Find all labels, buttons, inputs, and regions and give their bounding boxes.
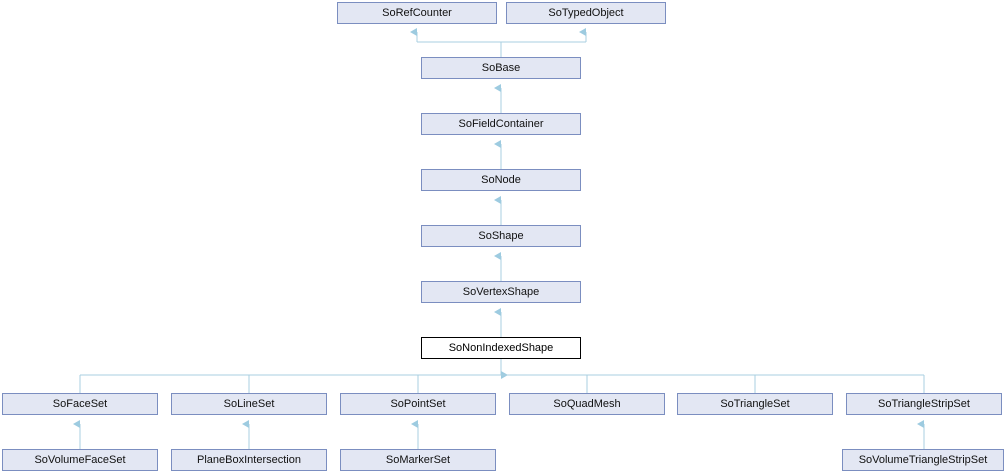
class-box-somarkerset[interactable]: SoMarkerSet [340,449,496,471]
class-box-sovolumetrianglestripset[interactable]: SoVolumeTriangleStripSet [842,449,1004,471]
class-box-sofieldcontainer[interactable]: SoFieldContainer [421,113,581,135]
class-box-planeboxintersection[interactable]: PlaneBoxIntersection [171,449,327,471]
class-box-soquadmesh[interactable]: SoQuadMesh [509,393,665,415]
class-box-soshape[interactable]: SoShape [421,225,581,247]
class-box-sorefcounter[interactable]: SoRefCounter [337,2,497,24]
class-box-sotriangleset[interactable]: SoTriangleSet [677,393,833,415]
class-box-sobase[interactable]: SoBase [421,57,581,79]
class-box-sotypedobject[interactable]: SoTypedObject [506,2,666,24]
class-box-sotrianglestripset[interactable]: SoTriangleStripSet [846,393,1002,415]
class-box-sovertexshape[interactable]: SoVertexShape [421,281,581,303]
class-box-sononindexedshape: SoNonIndexedShape [421,337,581,359]
class-box-sovolumefaceset[interactable]: SoVolumeFaceSet [2,449,158,471]
class-box-sonode[interactable]: SoNode [421,169,581,191]
class-box-solineset[interactable]: SoLineSet [171,393,327,415]
class-box-sofaceset[interactable]: SoFaceSet [2,393,158,415]
class-box-sopointset[interactable]: SoPointSet [340,393,496,415]
